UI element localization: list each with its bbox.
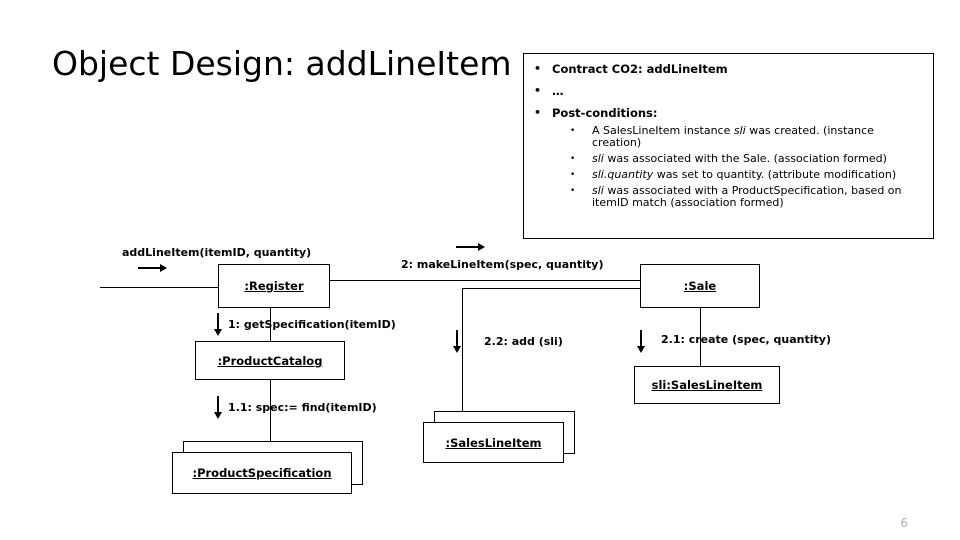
link-register-productcatalog bbox=[270, 308, 271, 341]
contract-bullet-3-text: Post-conditions: bbox=[552, 105, 658, 120]
bullet-marker-icon: • bbox=[534, 62, 542, 75]
bullet-marker-icon: • bbox=[570, 154, 576, 165]
message-2-label: 2: makeLineItem(spec, quantity) bbox=[401, 258, 604, 271]
contract-box: • Contract CO2: addLineItem • … • Post-c… bbox=[523, 53, 934, 239]
object-productspecification-label: :ProductSpecification bbox=[192, 466, 332, 480]
post-condition-2: • sli was associated with the Sale. (ass… bbox=[570, 152, 933, 166]
object-sale[interactable]: :Sale bbox=[640, 264, 760, 308]
post-condition-3: • sli.quantity was set to quantity. (att… bbox=[570, 167, 933, 182]
arrow-right-icon bbox=[138, 264, 170, 272]
arrow-down-icon bbox=[214, 313, 222, 337]
link-actor-register bbox=[100, 287, 218, 288]
object-sli-saleslineitem[interactable]: sli:SalesLineItem bbox=[634, 366, 780, 404]
page-number: 6 bbox=[900, 516, 908, 530]
object-register-label: :Register bbox=[244, 279, 304, 293]
message-2-1-label: 2.1: create (spec, quantity) bbox=[661, 333, 831, 346]
object-sale-label: :Sale bbox=[683, 279, 717, 293]
post-condition-4-text: sli was associated with a ProductSpecifi… bbox=[592, 183, 902, 210]
post-condition-1: • A SalesLineItem instance sli was creat… bbox=[570, 123, 933, 151]
arrow-down-icon bbox=[453, 330, 461, 354]
link-productcatalog-productspec bbox=[270, 380, 271, 441]
link-sale-sli bbox=[700, 308, 701, 366]
link-sale-salelineitem-vertical bbox=[462, 288, 463, 422]
object-saleslineitem-collection[interactable]: :SalesLineItem bbox=[423, 422, 564, 463]
post-condition-3-text: sli.quantity was set to quantity. (attri… bbox=[592, 167, 897, 181]
object-saleslineitem-collection-label: :SalesLineItem bbox=[445, 435, 542, 450]
entry-message-label: addLineItem(itemID, quantity) bbox=[122, 246, 312, 259]
bullet-marker-icon: • bbox=[534, 83, 542, 97]
message-2-2-label: 2.2: add (sli) bbox=[484, 335, 563, 348]
object-productcatalog[interactable]: :ProductCatalog bbox=[195, 341, 345, 380]
contract-bullet-1-text: Contract CO2: addLineItem bbox=[552, 62, 728, 76]
object-register[interactable]: :Register bbox=[218, 264, 330, 308]
contract-bullet-3: • Post-conditions: bbox=[534, 105, 933, 120]
link-register-sale bbox=[330, 280, 640, 281]
arrow-right-icon bbox=[456, 243, 488, 251]
message-1-1-label: 1.1: spec:= find(itemID) bbox=[228, 401, 377, 414]
object-productspecification[interactable]: :ProductSpecification bbox=[172, 452, 352, 494]
contract-bullet-2-text: … bbox=[552, 83, 564, 98]
arrow-down-icon bbox=[214, 396, 222, 420]
bullet-marker-icon: • bbox=[534, 105, 542, 119]
bullet-marker-icon: • bbox=[570, 125, 576, 136]
link-sale-salelineitem-horizontal bbox=[462, 288, 640, 289]
post-condition-4: • sli was associated with a ProductSpeci… bbox=[570, 183, 933, 211]
message-1-label: 1: getSpecification(itemID) bbox=[228, 318, 396, 331]
page-title: Object Design: addLineItem bbox=[52, 44, 512, 83]
post-condition-1-text: A SalesLineItem instance sli was created… bbox=[592, 123, 874, 150]
object-productcatalog-label: :ProductCatalog bbox=[217, 353, 323, 368]
contract-bullet-2: • … bbox=[534, 83, 933, 98]
bullet-marker-icon: • bbox=[570, 185, 576, 196]
bullet-marker-icon: • bbox=[570, 169, 576, 180]
contract-bullet-1: • Contract CO2: addLineItem bbox=[534, 62, 933, 76]
post-condition-2-text: sli was associated with the Sale. (assoc… bbox=[592, 152, 887, 166]
object-sli-saleslineitem-label: sli:SalesLineItem bbox=[651, 378, 763, 392]
arrow-down-icon bbox=[637, 330, 645, 354]
